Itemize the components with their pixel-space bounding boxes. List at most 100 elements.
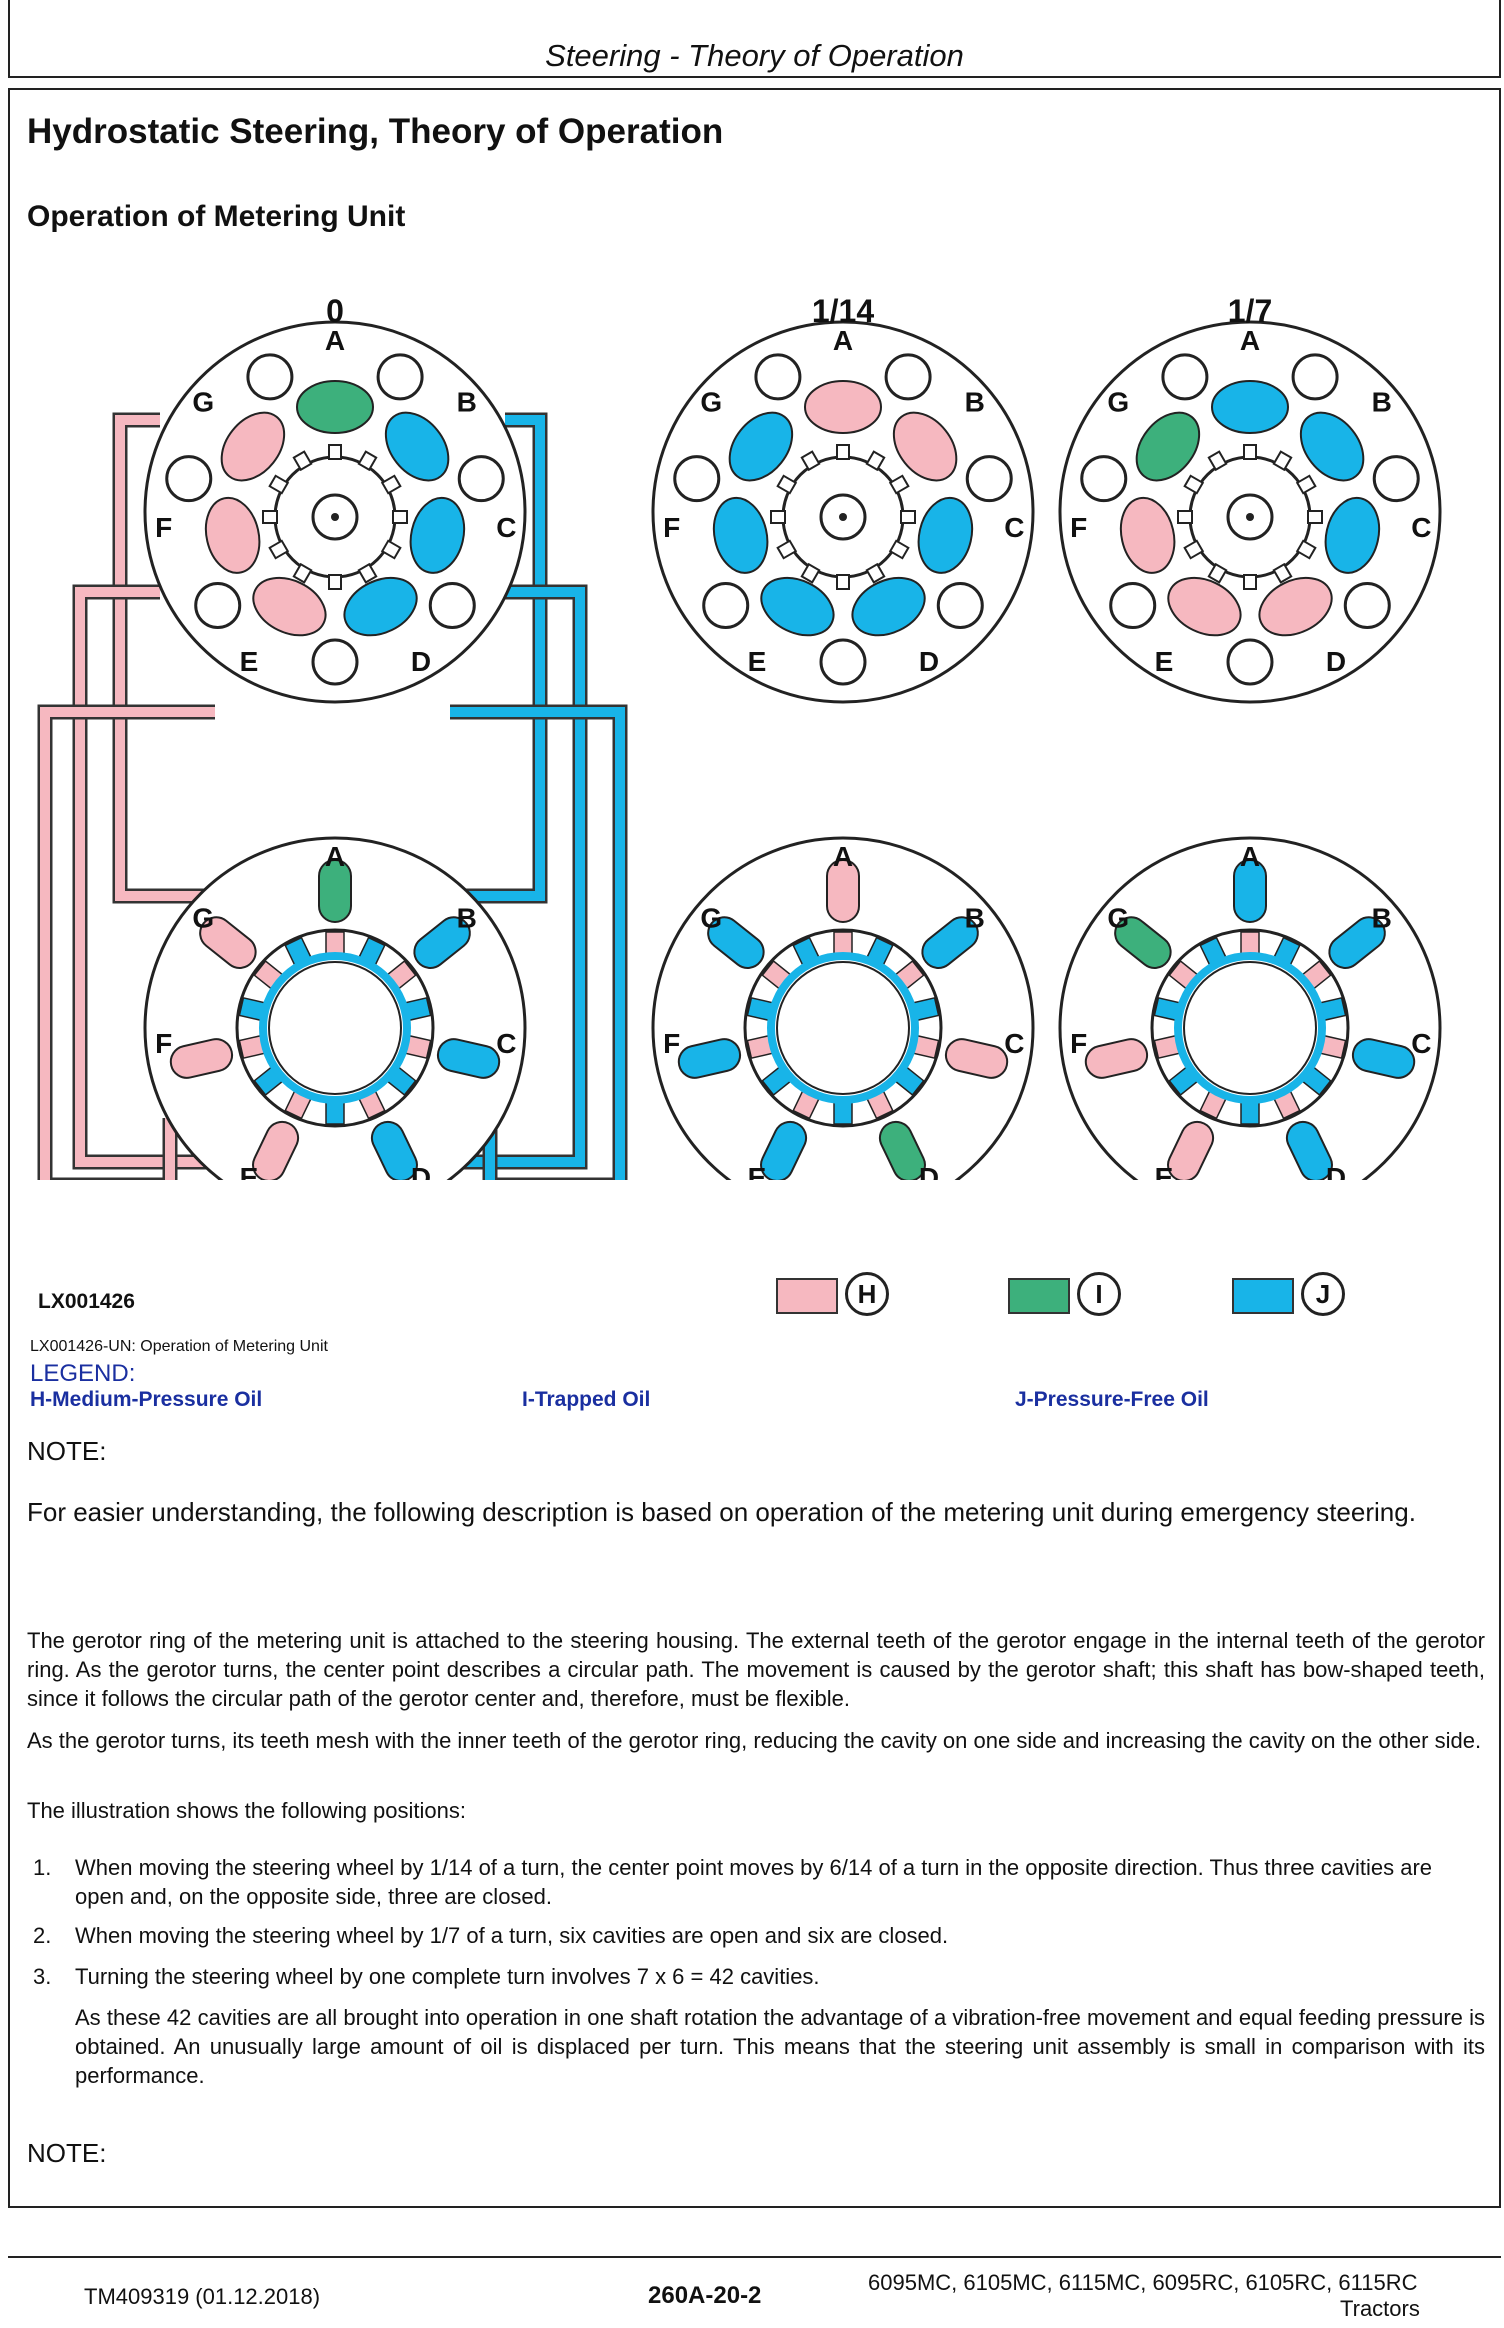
port-channel <box>1167 1120 1215 1180</box>
bolt-hole <box>819 638 867 686</box>
port-label: D <box>411 646 431 677</box>
valve-ring-inner <box>259 952 411 1104</box>
cavity <box>760 576 835 637</box>
gear-tooth <box>328 574 342 590</box>
port-label: E <box>1155 1162 1174 1180</box>
gear-tooth <box>800 562 821 584</box>
gear-tooth <box>1272 562 1293 584</box>
bolt-hole <box>428 582 476 630</box>
cavity <box>1324 496 1381 574</box>
port-channel <box>707 916 765 969</box>
valve-bore <box>268 961 402 1095</box>
port-label: B <box>457 386 477 417</box>
swatch-pressure-free <box>1232 1278 1294 1314</box>
gear-tooth <box>1295 539 1317 560</box>
note-text: For easier understanding, the following … <box>27 1497 1416 1527</box>
gear-tooth <box>776 474 798 495</box>
section-title: Operation of Metering Unit <box>27 200 406 233</box>
port-channel <box>413 916 471 969</box>
gear-tooth <box>836 574 850 590</box>
list-number: 3. <box>33 1964 52 1989</box>
port-label: E <box>240 646 259 677</box>
note-label-2: NOTE: <box>27 2138 107 2168</box>
gear-tooth <box>900 510 916 524</box>
port-label: A <box>1240 841 1260 872</box>
port-label: E <box>748 1162 767 1180</box>
list-item: 3. Turning the steering wheel by one com… <box>27 1962 1485 1992</box>
legend-item-trapped: I-Trapped Oil <box>522 1388 651 1411</box>
gear-tooth <box>865 450 886 472</box>
port-label: C <box>1004 512 1024 543</box>
cavity <box>384 411 450 482</box>
bolt-hole <box>1109 582 1157 630</box>
port-label: F <box>663 512 680 543</box>
legend-title: LEGEND: <box>30 1360 136 1387</box>
list-number: 1. <box>33 1855 52 1880</box>
content-frame <box>8 88 1501 2208</box>
gear-tooth <box>1183 539 1205 560</box>
bolt-hole <box>1343 582 1391 630</box>
bolt-hole <box>194 582 242 630</box>
list-continuation: As these 42 cavities are all brought int… <box>75 2005 1485 2088</box>
port-channel <box>252 1120 300 1180</box>
gear-tooth <box>1183 474 1205 495</box>
footer-page-number: 260A-20-2 <box>648 2282 762 2309</box>
bolt-hole <box>936 582 984 630</box>
cavity <box>851 576 926 637</box>
bolt-hole <box>754 353 802 401</box>
port-label: D <box>1326 646 1346 677</box>
port-channel <box>370 1120 418 1180</box>
bolt-hole <box>1080 455 1128 503</box>
cavity <box>712 496 769 574</box>
legend-letter-j: J <box>1301 1272 1345 1316</box>
port-label: A <box>325 325 345 356</box>
gear-tooth <box>357 562 378 584</box>
port-channel <box>1084 1038 1149 1079</box>
port-label: B <box>1372 386 1392 417</box>
valve-slot <box>833 931 853 955</box>
cavity <box>1167 576 1242 637</box>
swatch-medium-pressure <box>776 1278 838 1314</box>
valve-slot <box>1240 1101 1260 1125</box>
port-channel <box>677 1038 742 1079</box>
port-label: G <box>700 386 722 417</box>
gear-tooth <box>292 562 313 584</box>
port-label: F <box>155 512 172 543</box>
center-point <box>1246 513 1254 521</box>
paragraph-2: As the gerotor turns, its teeth mesh wit… <box>27 1728 1482 1753</box>
pipe-d <box>450 707 625 1180</box>
swatch-trapped <box>1008 1278 1070 1314</box>
cavity <box>1135 411 1201 482</box>
port-label: G <box>192 386 214 417</box>
list-item: 2. When moving the steering wheel by 1/7… <box>27 1921 1485 1951</box>
port-channel <box>318 859 352 923</box>
valve-ring-inner <box>1174 952 1326 1104</box>
gear-tooth <box>836 444 850 460</box>
port-channel <box>921 916 979 969</box>
gear-tooth <box>1207 450 1228 472</box>
port-label: G <box>1107 386 1129 417</box>
valve-ring-inner <box>767 952 919 1104</box>
bolt-hole <box>1291 353 1339 401</box>
bolt-hole <box>702 582 750 630</box>
cavity <box>728 411 794 482</box>
gear-tooth <box>268 474 290 495</box>
cavity <box>1299 411 1365 482</box>
gear-tooth <box>1243 574 1257 590</box>
bolt-hole <box>376 353 424 401</box>
figure-id: LX001426 <box>38 1290 135 1313</box>
legend-item-free: J-Pressure-Free Oil <box>1015 1388 1209 1411</box>
port-channel <box>1285 1120 1333 1180</box>
gear-tooth <box>888 474 910 495</box>
metering-unit-diagram: ABCDEFG0ABCDEFG1/14ABCDEFG1/7ABCDEFGABCD… <box>37 293 1442 1180</box>
gear-tooth <box>292 450 313 472</box>
valve-slot <box>1240 931 1260 955</box>
port-label: F <box>1070 512 1087 543</box>
gear-tooth <box>800 450 821 472</box>
port-label: A <box>1240 325 1260 356</box>
list-item: 1. When moving the steering wheel by 1/1… <box>27 1853 1485 1913</box>
gear-tooth <box>1272 450 1293 472</box>
bolt-hole <box>1372 455 1420 503</box>
